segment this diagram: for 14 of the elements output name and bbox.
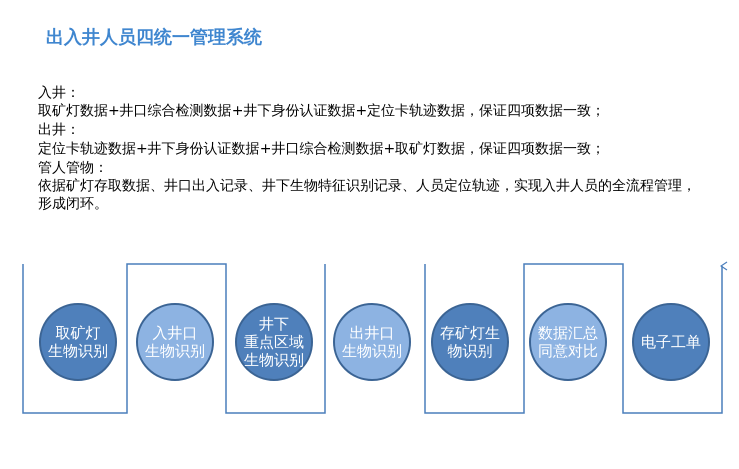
step-circle: 电子工单 (632, 303, 710, 381)
section-heading: 出井： (38, 121, 80, 139)
step-circle: 存矿灯生物识别 (431, 303, 509, 381)
paragraph: 定位卡轨迹数据+井下身份认证数据+井口综合检测数据+取矿灯数据，保证四项数据一致； (38, 140, 606, 158)
section-heading: 管人管物： (38, 159, 108, 177)
paragraph: 取矿灯数据+井口综合检测数据+井下身份认证数据+定位卡轨迹数据，保证四项数据一致； (38, 102, 606, 120)
step-circle: 井下重点区域生物识别 (235, 303, 313, 381)
step-circle: 出井口生物识别 (333, 303, 411, 381)
title: 出入井人员四统一管理系统 (46, 26, 262, 49)
step-circle: 取矿灯生物识别 (39, 303, 117, 381)
paragraph: 依据矿灯存取数据、井口出入记录、井下生物特征识别记录、人员定位轨迹，实现入井人员的全流程管理，形成闭环。 (38, 177, 697, 213)
section-heading: 入井： (38, 84, 80, 102)
step-circle: 数据汇总同意对比 (529, 303, 607, 381)
step-circle: 入井口生物识别 (136, 303, 214, 381)
